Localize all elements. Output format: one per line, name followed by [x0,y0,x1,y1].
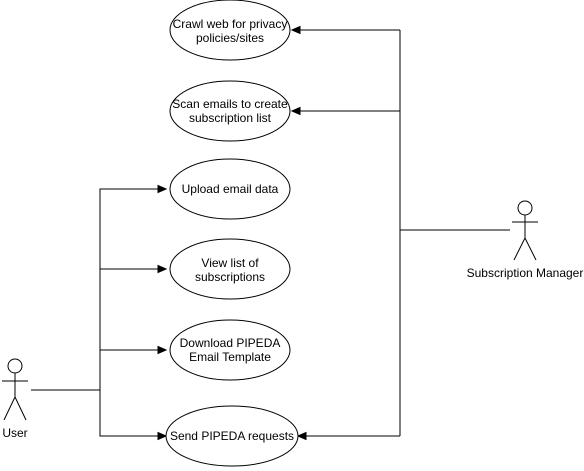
use-case-crawl-line-1: Crawl web for privacy [173,17,288,31]
user-label: User [2,426,27,440]
arrowhead-view [157,264,168,274]
arrowhead-send-manager [296,431,307,441]
manager-leg-right [524,237,537,261]
manager-leg-left [513,237,526,261]
manager-head [517,200,533,216]
actor-subscription-manager: Subscription Manager [467,200,584,280]
actor-user: User [2,358,28,440]
connector-user-send [99,390,166,437]
use-case-upload-line-1: Upload email data [182,182,279,196]
use-case-scan: Scan emails to create subscription list [169,80,291,142]
use-case-scan-line-1: Scan emails to create [172,97,288,111]
arrowhead-send-user [157,431,168,441]
use-case-view-line-1: View list of [201,256,259,270]
manager-label: Subscription Manager [467,266,584,280]
arrowhead-crawl [290,25,301,35]
user-head [7,358,23,374]
use-case-download-line-1: Download PIPEDA [180,336,281,350]
manager-connectors [290,25,510,441]
arrowhead-upload [157,184,168,194]
user-leg-left [3,396,16,421]
use-case-send-line-1: Send PIPEDA requests [170,429,294,443]
use-case-scan-line-2: subscription list [189,111,272,125]
arrowhead-scan [290,106,301,116]
use-case-view: View list of subscriptions [169,238,291,300]
use-case-crawl-line-2: policies/sites [196,31,264,45]
connector-user-upload [31,188,166,391]
use-case-download-line-2: Email Template [189,350,271,364]
use-case-send: Send PIPEDA requests [165,405,299,467]
use-case-upload: Upload email data [169,158,291,220]
user-connectors [31,184,168,441]
use-case-crawl: Crawl web for privacy policies/sites [169,0,291,61]
use-case-view-line-2: subscriptions [195,270,265,284]
user-leg-right [14,396,27,421]
use-case-download: Download PIPEDA Email Template [169,319,291,381]
arrowhead-download [157,345,168,355]
